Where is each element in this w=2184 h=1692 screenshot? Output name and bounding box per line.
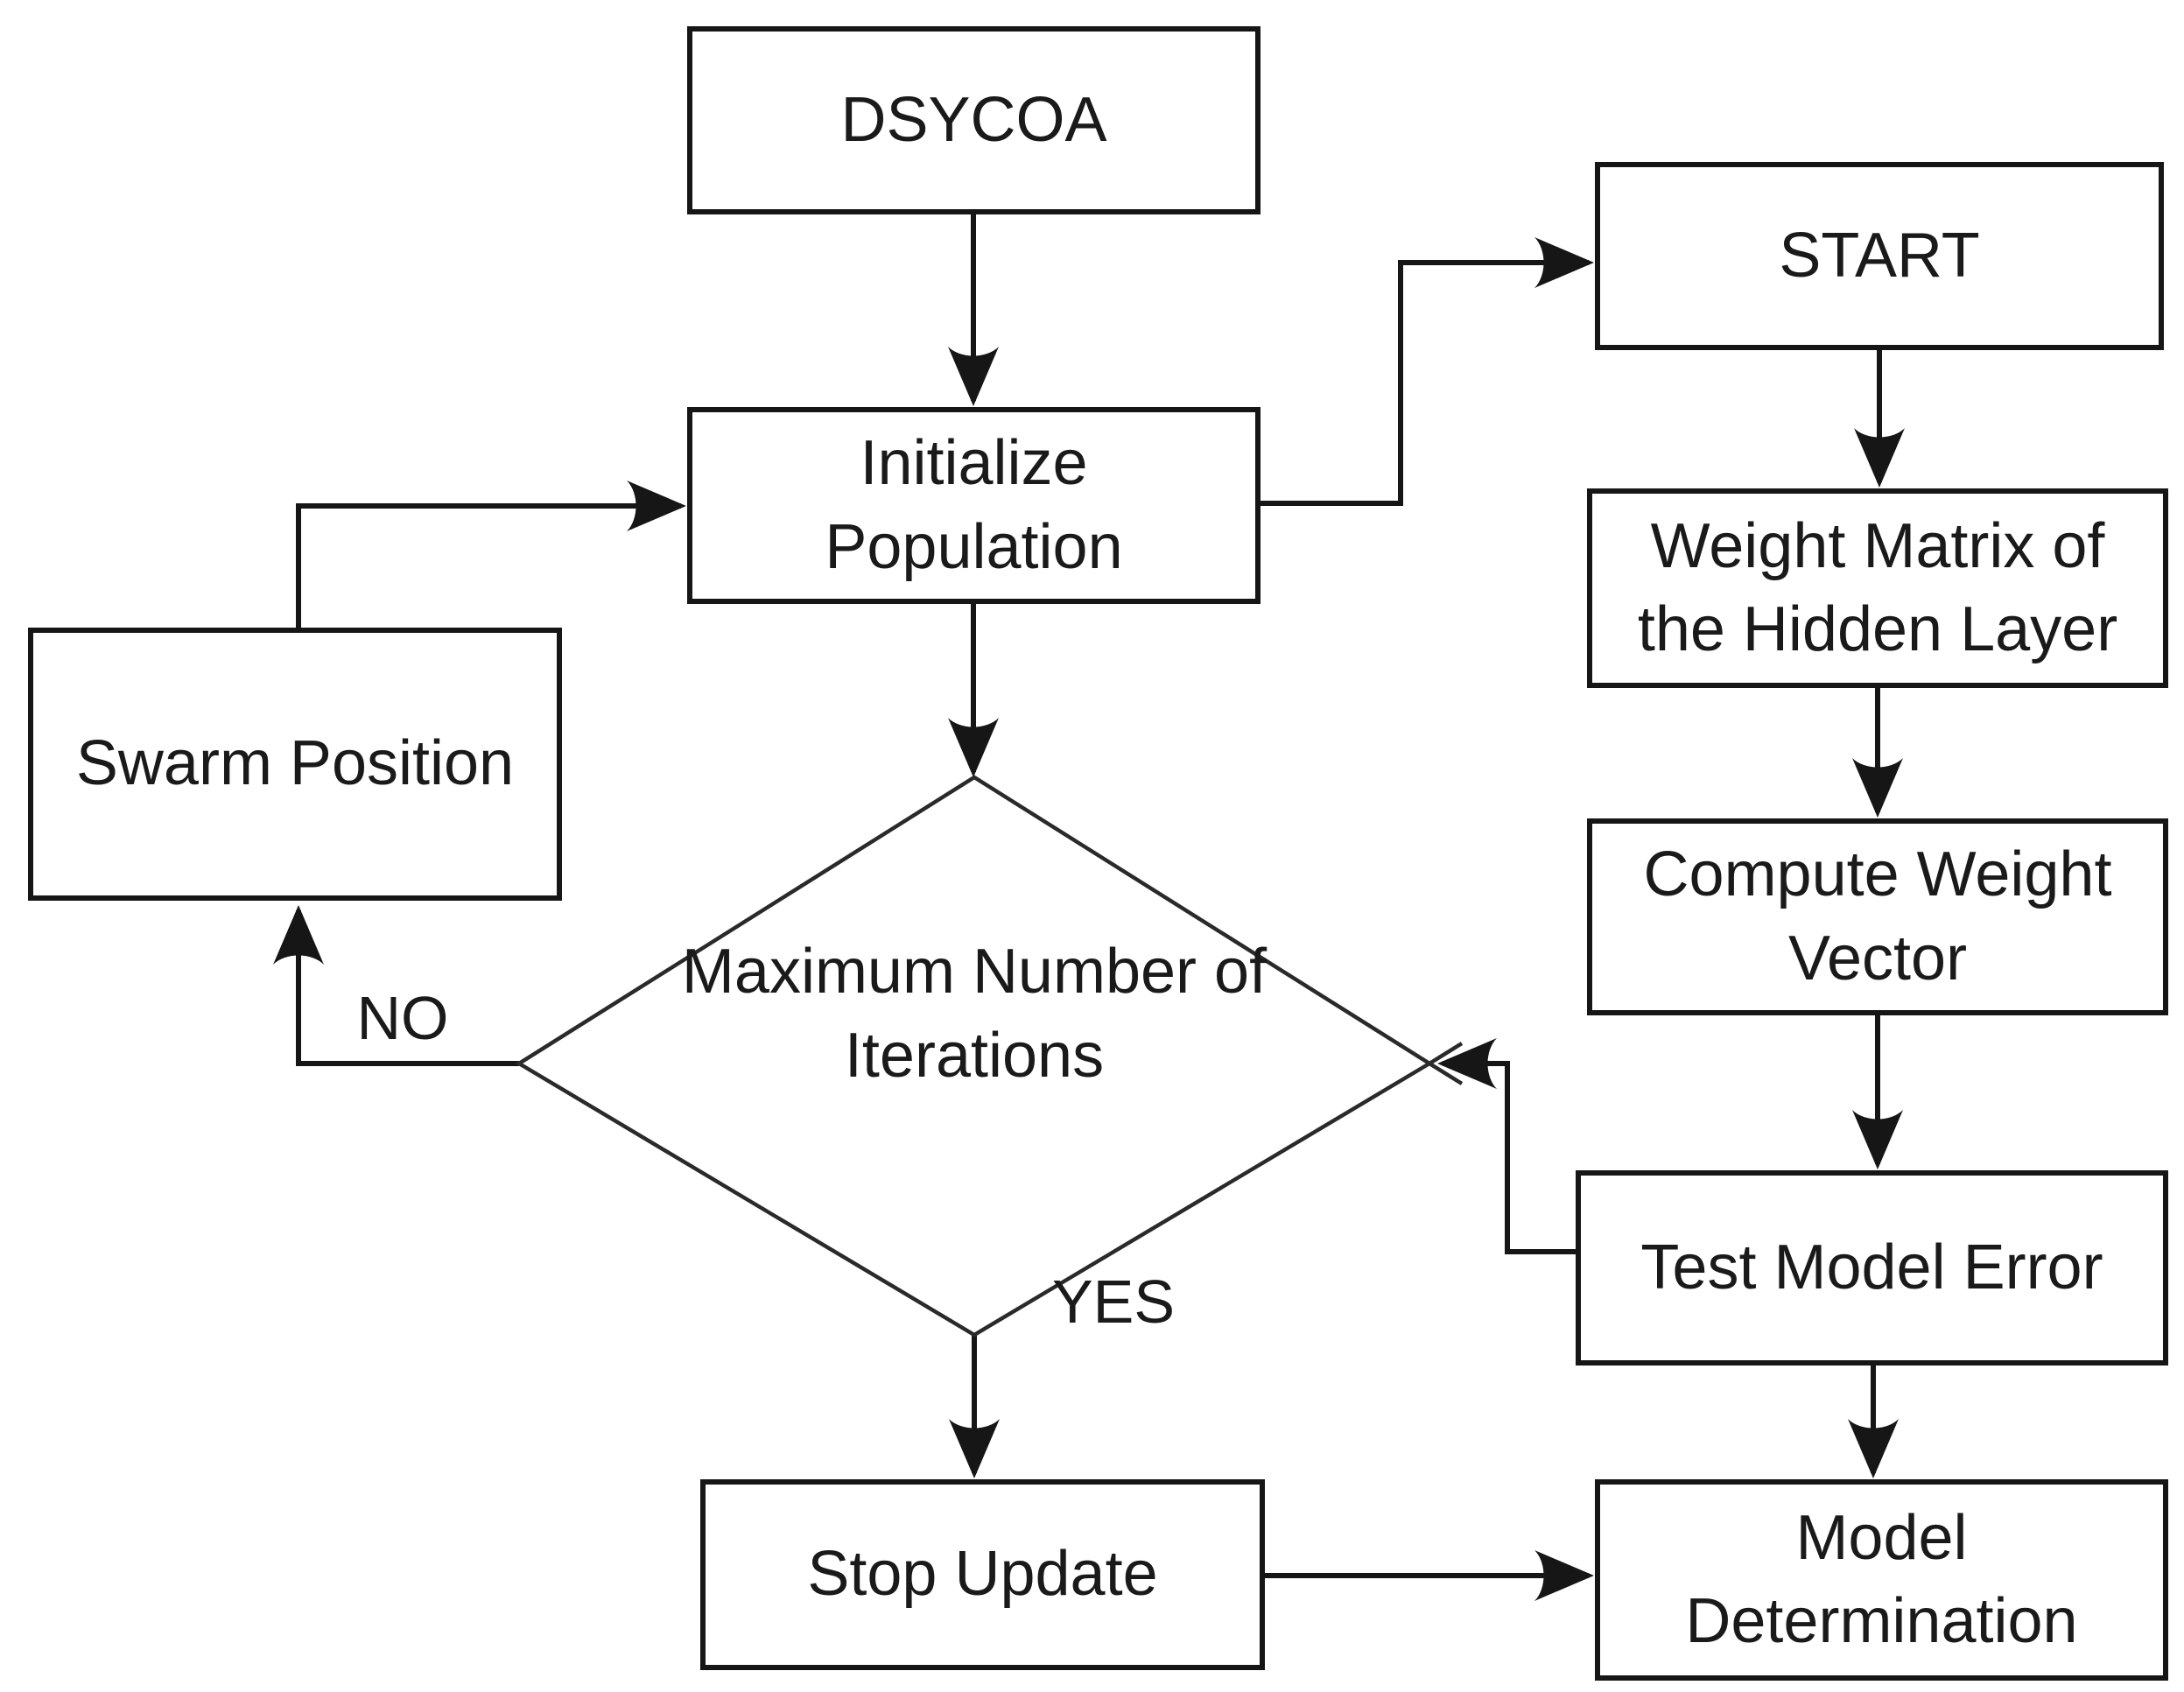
node-initialize-population: Initialize Population (687, 407, 1261, 604)
node-compute-weight-vector: Compute Weight Vector (1587, 818, 2168, 1015)
node-start-label: START (1779, 220, 1980, 291)
node-weight-matrix-label: Weight Matrix of the Hidden Layer (1637, 510, 2118, 664)
node-stop-update: Stop Update (700, 1479, 1265, 1670)
node-initialize-population-label: Initialize Population (825, 428, 1123, 582)
node-swarm-position-label: Swarm Position (75, 728, 515, 799)
edge-initialize-to-start (1258, 237, 1594, 506)
node-start: START (1595, 162, 2164, 350)
node-test-model-error: Test Model Error (1576, 1170, 2168, 1366)
node-swarm-position: Swarm Position (28, 628, 562, 901)
node-test-model-error-label: Test Model Error (1640, 1232, 2103, 1302)
node-stop-update-label: Stop Update (807, 1539, 1158, 1610)
edge-test-error-to-decision (1437, 1038, 1576, 1254)
node-model-determination-label: Model Determination (1685, 1502, 2078, 1656)
edge-swarm-to-initialize (296, 481, 686, 628)
decision-diamond-shape (515, 775, 1434, 1337)
node-dsycoa: DSYCOA (687, 26, 1261, 214)
edge-label-no: NO (356, 984, 449, 1052)
node-weight-matrix: Weight Matrix of the Hidden Layer (1587, 488, 2168, 688)
decision-vertex-overshoot (1428, 1042, 1464, 1085)
node-dsycoa-label: DSYCOA (840, 84, 1107, 155)
node-model-determination: Model Determination (1595, 1479, 2168, 1681)
edge-label-yes: YES (1051, 1267, 1176, 1336)
edge-decision-to-swarm-no (273, 905, 519, 1066)
node-compute-weight-vector-label: Compute Weight Vector (1643, 839, 2112, 993)
